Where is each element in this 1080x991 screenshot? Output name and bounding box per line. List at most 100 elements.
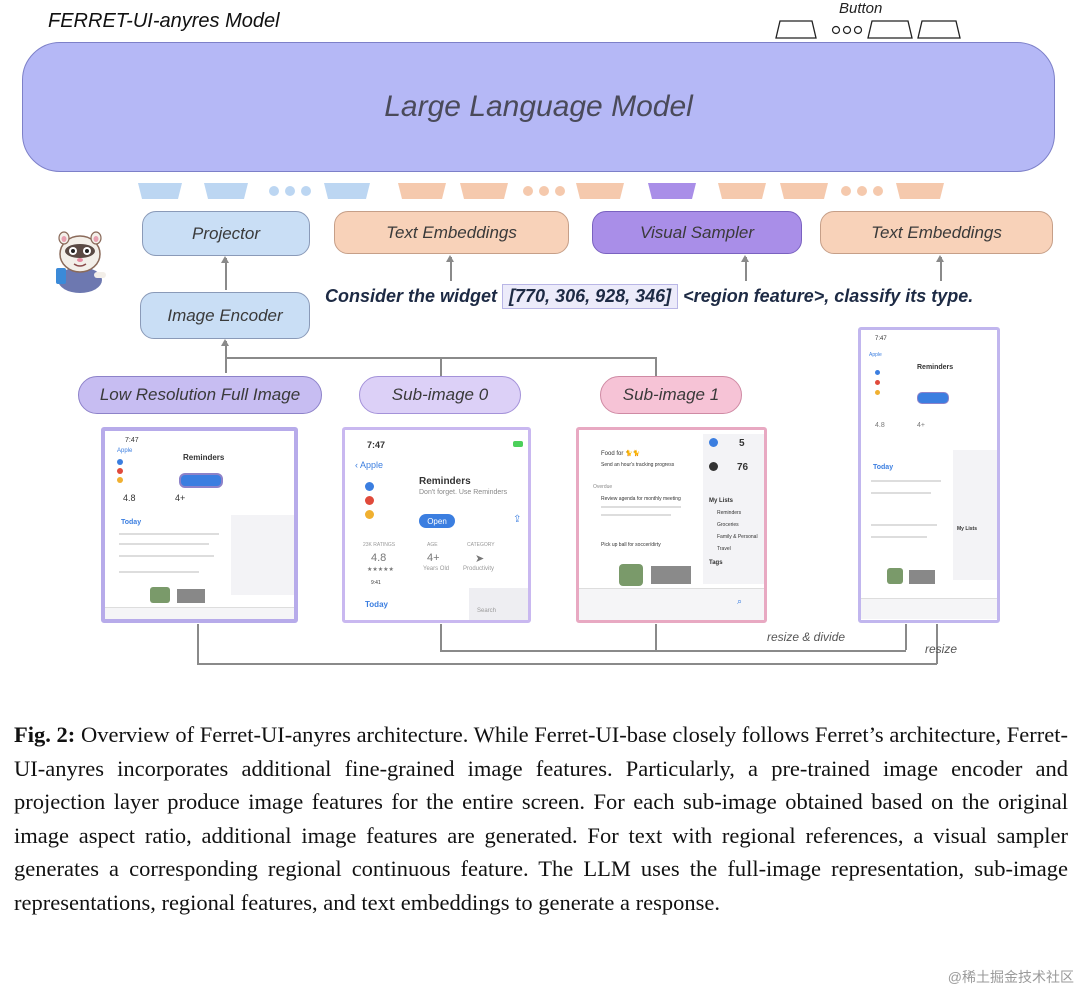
low-res-dot-blue xyxy=(117,459,123,465)
sub1-screen: Food for 🐈🐈 Send an hour's tracking prog… xyxy=(576,427,767,623)
sub0-stars: ★★★★★ xyxy=(367,567,394,573)
sub0-search: Search xyxy=(477,608,497,614)
sub1-my-lists: My Lists xyxy=(709,498,734,504)
token-img-dot-3 xyxy=(301,186,311,196)
sub1-pickup-item: Pick up ball for soccer/dirty xyxy=(601,542,661,548)
sub1-tags: Tags xyxy=(709,560,723,566)
image-encoder-box: Image Encoder xyxy=(140,292,310,339)
orig-down-line xyxy=(905,624,907,650)
output-dot-2 xyxy=(842,25,852,35)
token-txt-2 xyxy=(460,183,508,199)
arrow-query-to-text-2 xyxy=(937,255,943,281)
sub0-pill: Sub-image 0 xyxy=(359,376,521,414)
orig-today: Today xyxy=(873,464,894,471)
sub0-time2: 9:41 xyxy=(371,580,381,586)
query-prefix: Consider the widget xyxy=(325,286,498,306)
sub0-share-icon: ⇪ xyxy=(513,514,522,525)
sub0-battery-icon xyxy=(513,441,523,447)
sub0-search-panel xyxy=(469,588,528,620)
button-label: Button xyxy=(839,0,883,17)
token-txt-4 xyxy=(718,183,766,199)
arrow-encoder-to-projector xyxy=(222,256,228,290)
sub0-rating: 4.8 xyxy=(371,552,387,564)
input-tokens xyxy=(138,183,944,199)
arrow-query-to-sampler xyxy=(742,255,748,281)
output-token-1 xyxy=(775,20,817,39)
model-title: FERRET-UI-anyres Model xyxy=(48,10,280,32)
projector-box: Projector xyxy=(142,211,310,256)
sub0-dot-red xyxy=(365,496,374,505)
sub1-overdue: Overdue xyxy=(593,484,613,490)
orig-tabbar xyxy=(861,598,997,619)
sub0-age-sub: Years Old xyxy=(423,566,450,572)
sub0-cat-hdr: CATEGORY xyxy=(467,542,495,548)
sub1-pill: Sub-image 1 xyxy=(600,376,742,414)
token-txt-dot-6 xyxy=(873,186,883,196)
token-txt-dot-5 xyxy=(857,186,867,196)
low-res-today: Today xyxy=(121,519,142,526)
token-img-1 xyxy=(138,183,182,199)
sub1-up-line xyxy=(655,624,657,651)
low-res-photo xyxy=(177,589,205,603)
sub1-connector xyxy=(655,357,657,376)
orig-open-button xyxy=(917,392,949,404)
orig-my-lists: My Lists xyxy=(957,526,978,532)
orig-app-name: Reminders xyxy=(917,364,954,371)
token-txt-3 xyxy=(576,183,624,199)
token-txt-6 xyxy=(896,183,944,199)
orig-rating: 4.8 xyxy=(875,422,885,429)
llm-block: Large Language Model xyxy=(22,42,1055,172)
token-txt-5 xyxy=(780,183,828,199)
output-dot-3 xyxy=(853,25,863,35)
resize-line xyxy=(197,663,937,665)
orig-time: 7:47 xyxy=(875,336,887,342)
sub1-num1: 5 xyxy=(739,438,745,449)
resize-label: resize xyxy=(925,642,958,656)
sub1-list-item-1: Groceries xyxy=(717,522,739,528)
token-txt-dot-1 xyxy=(523,186,533,196)
token-txt-1 xyxy=(398,183,446,199)
sub0-category: Productivity xyxy=(463,566,495,572)
low-res-screen: 7:47 Apple Reminders 4.8 4+ Today xyxy=(101,427,298,623)
sub0-age: 4+ xyxy=(427,552,440,564)
sub1-list-item-3: Travel xyxy=(717,546,731,552)
caption-text: Overview of Ferret-UI-anyres architectur… xyxy=(14,722,1068,915)
query-suffix: <region feature>, classify its type. xyxy=(683,286,974,306)
orig-age: 4+ xyxy=(917,422,925,429)
sub0-age-hdr: AGE xyxy=(427,542,438,548)
output-tokens xyxy=(775,20,961,39)
sub1-tabbar xyxy=(579,588,764,620)
caption-label: Fig. 2: xyxy=(14,722,76,747)
token-img-dot-1 xyxy=(269,186,279,196)
query-text: Consider the widget [770, 306, 928, 346]… xyxy=(325,284,973,309)
sub0-today: Today xyxy=(365,600,388,609)
low-res-dot-red xyxy=(117,468,123,474)
low-res-back: Apple xyxy=(117,448,133,454)
sub1-plant-image xyxy=(619,564,643,586)
sub0-ratings-hdr: 23K RATINGS xyxy=(363,542,396,548)
low-res-pill: Low Resolution Full Image xyxy=(78,376,322,414)
low-res-lists-panel xyxy=(231,515,294,595)
sub0-back: ‹ Apple xyxy=(355,460,384,470)
sub1-lists-panel xyxy=(703,434,764,584)
visual-sampler-box: Visual Sampler xyxy=(592,211,802,254)
output-dot-1 xyxy=(831,25,841,35)
sub1-send-item: Send an hour's tracking progress xyxy=(601,462,675,468)
sub0-app-sub: Don't forget. Use Reminders xyxy=(419,489,508,496)
sub0-dot-blue xyxy=(365,482,374,491)
low-res-up-line xyxy=(197,624,199,664)
token-img-2 xyxy=(204,183,248,199)
output-token-3 xyxy=(917,20,961,39)
query-coords: [770, 306, 928, 346] xyxy=(502,284,679,309)
low-res-age: 4+ xyxy=(175,493,186,503)
watermark: @稀土掘金技术社区 xyxy=(947,969,1074,985)
output-token-2 xyxy=(867,20,913,39)
resize-divide-line xyxy=(440,650,906,652)
orig-plant-image xyxy=(887,568,903,584)
low-res-app-name: Reminders xyxy=(183,453,225,462)
ferret-mascot-icon xyxy=(56,231,106,293)
low-res-plant-image xyxy=(150,587,170,603)
token-region xyxy=(648,183,696,199)
token-txt-dot-3 xyxy=(555,186,565,196)
low-res-tabbar xyxy=(105,607,294,619)
